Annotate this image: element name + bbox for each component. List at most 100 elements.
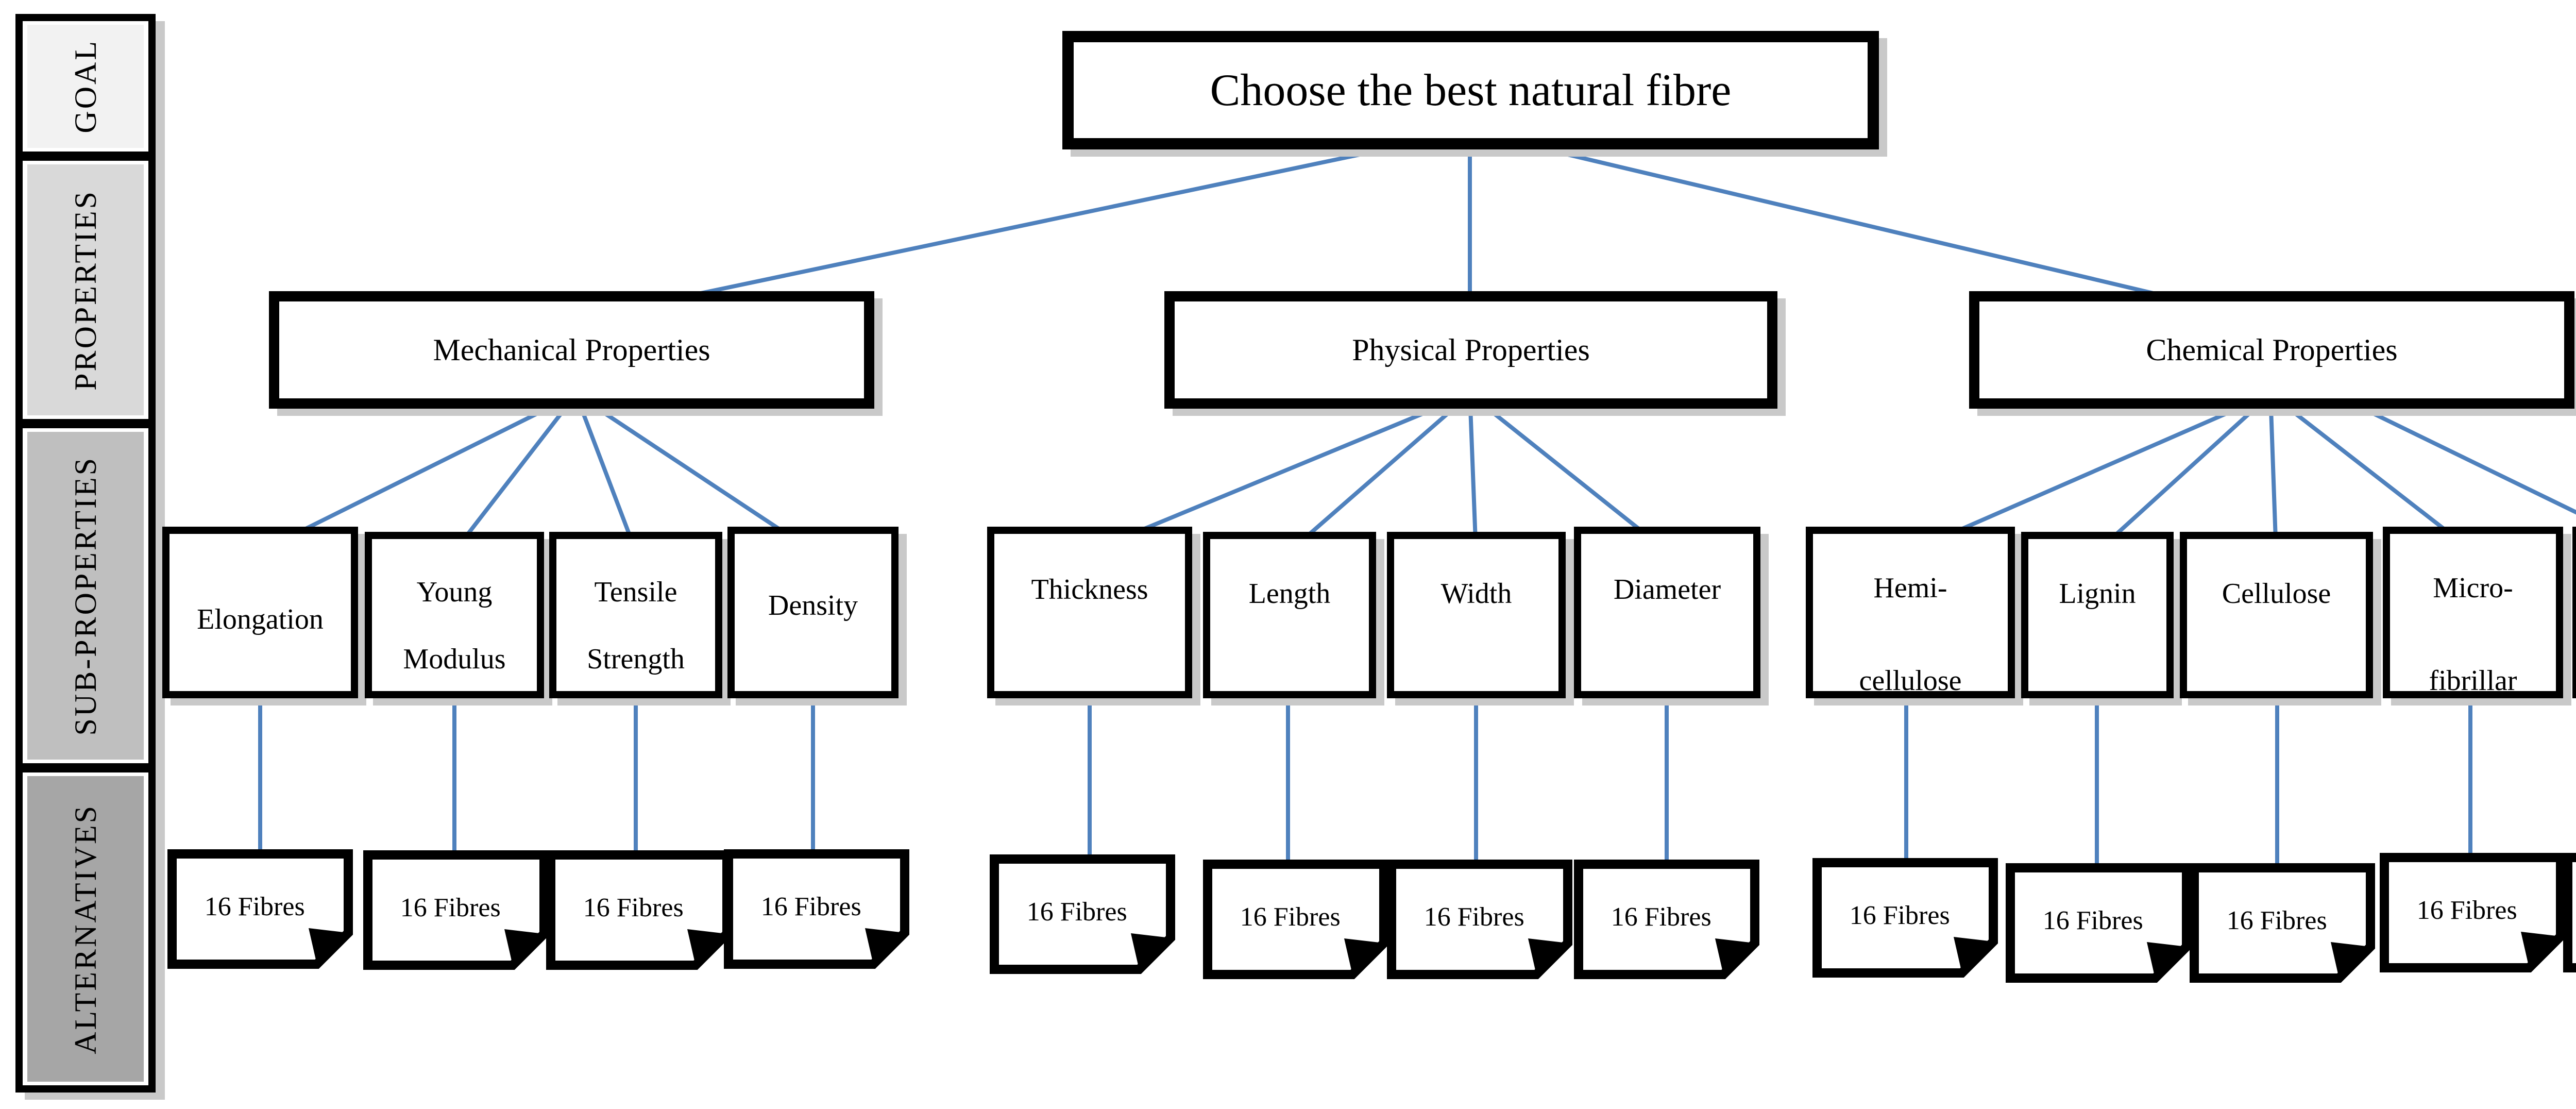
sub-label-micro: Micro- bbox=[2433, 572, 2513, 604]
alternatives-label: 16 Fibres bbox=[1849, 900, 1950, 930]
level-band-sidebar: GOAL PROPERTIES SUB-PROPERTIES ALTERNATI… bbox=[15, 14, 156, 1093]
sub-label-length: Length bbox=[1248, 577, 1331, 610]
sub-box-microfibrillar: Micro- fibrillar bbox=[2383, 527, 2563, 698]
sub-box-cellulose: Cellulose bbox=[2180, 532, 2373, 698]
folded-note-icon bbox=[2006, 863, 2191, 983]
sub-label-cellulose-part: cellulose bbox=[1859, 665, 1962, 697]
level-band-properties-fill: PROPERTIES bbox=[27, 164, 144, 415]
alternatives-note-tensile-strength: 16 Fibres bbox=[546, 850, 732, 970]
sub-box-tensile-strength: Tensile Strength bbox=[549, 532, 722, 698]
alternatives-label: 16 Fibres bbox=[204, 892, 305, 921]
alternatives-label: 16 Fibres bbox=[2042, 905, 2143, 935]
sub-label-lignin: Lignin bbox=[2059, 577, 2136, 610]
sub-label-young: Young bbox=[416, 576, 493, 608]
chemical-properties-label: Chemical Properties bbox=[2146, 332, 2398, 367]
sub-box-hemicellulose: Hemi- cellulose bbox=[1806, 527, 2015, 698]
mechanical-properties-box: Mechanical Properties bbox=[269, 291, 874, 409]
folded-note-icon bbox=[1203, 860, 1388, 979]
alternatives-note-elongation: 16 Fibres bbox=[167, 849, 353, 969]
sub-box-density: Density bbox=[727, 527, 899, 698]
alternatives-label: 16 Fibres bbox=[760, 892, 861, 921]
folded-note-icon bbox=[167, 849, 353, 969]
folded-note-icon bbox=[2190, 863, 2375, 983]
folded-note-icon bbox=[1387, 860, 1572, 979]
alternatives-note-hemicellulose: 16 Fibres bbox=[1812, 858, 1998, 978]
goal-label: Choose the best natural fibre bbox=[1210, 65, 1732, 115]
goal-to-mechanical-line bbox=[575, 129, 1470, 322]
chemical-to-hemicellulose-line bbox=[1909, 392, 2272, 553]
alternatives-label: 16 Fibres bbox=[2416, 895, 2517, 925]
alternatives-label: 16 Fibres bbox=[2226, 905, 2327, 935]
folded-note-icon bbox=[724, 849, 909, 969]
physical-to-width-line bbox=[1468, 394, 1478, 554]
sub-label-elongation: Elongation bbox=[197, 603, 324, 636]
folded-note-icon bbox=[1574, 860, 1759, 979]
mechanical-to-elongation-line bbox=[259, 392, 577, 553]
level-band-alternatives-fill: ALTERNATIVES bbox=[27, 776, 144, 1082]
mechanical-to-tensile-strength-line bbox=[574, 393, 638, 552]
alternatives-label: 16 Fibres bbox=[1611, 902, 1711, 932]
chemical-properties-box: Chemical Properties bbox=[1969, 291, 2574, 409]
physical-to-length-line bbox=[1288, 392, 1471, 553]
sub-label-fibrillar: fibrillar bbox=[2429, 665, 2517, 697]
alternatives-note-microfibrillar: 16 Fibres bbox=[2380, 853, 2565, 972]
level-band-alternatives: ALTERNATIVES bbox=[23, 763, 148, 1086]
sub-label-diameter: Diameter bbox=[1613, 574, 1721, 606]
alternatives-label: 16 Fibres bbox=[583, 893, 684, 922]
physical-properties-box: Physical Properties bbox=[1164, 291, 1777, 409]
sub-label-cellulose: Cellulose bbox=[2222, 577, 2331, 610]
sub-box-diameter: Diameter bbox=[1574, 527, 1760, 698]
alternatives-note-young-modulus: 16 Fibres bbox=[363, 850, 549, 970]
goal-to-chemical-line bbox=[1469, 129, 2276, 324]
sub-box-lignin: Lignin bbox=[2021, 532, 2174, 698]
goal-box: Choose the best natural fibre bbox=[1062, 31, 1879, 149]
sub-label-strength: Strength bbox=[587, 643, 685, 675]
sub-label-width: Width bbox=[1440, 577, 1512, 610]
alternatives-note-lignin: 16 Fibres bbox=[2006, 863, 2191, 983]
mechanical-properties-label: Mechanical Properties bbox=[433, 332, 710, 367]
sub-box-length: Length bbox=[1203, 532, 1376, 698]
alternatives-note-width: 16 Fibres bbox=[1387, 860, 1572, 979]
level-label-sub-properties: SUB-PROPERTIES bbox=[68, 456, 103, 736]
alternatives-note-thickness: 16 Fibres bbox=[990, 854, 1175, 974]
level-label-alternatives: ALTERNATIVES bbox=[68, 803, 103, 1054]
alternatives-label: 16 Fibres bbox=[2563, 853, 2576, 968]
alternatives-note-moisture: 16 Fibres bbox=[2563, 853, 2576, 972]
level-label-properties: PROPERTIES bbox=[68, 189, 103, 391]
sub-label-density: Density bbox=[768, 589, 858, 621]
alternatives-label: 16 Fibres bbox=[1240, 902, 1341, 932]
alternatives-note-cellulose: 16 Fibres bbox=[2190, 863, 2375, 983]
physical-to-diameter-line bbox=[1468, 392, 1669, 553]
chemical-to-lignin-line bbox=[2096, 393, 2272, 553]
level-band-sub-properties-fill: SUB-PROPERTIES bbox=[27, 431, 144, 760]
chemical-to-cellulose-line bbox=[2268, 394, 2278, 554]
folded-note-icon bbox=[2563, 853, 2576, 972]
sub-box-young-modulus: Young Modulus bbox=[365, 532, 544, 698]
alternatives-note-length: 16 Fibres bbox=[1203, 860, 1388, 979]
folded-note-icon bbox=[363, 850, 549, 970]
physical-to-thickness-line bbox=[1089, 392, 1471, 553]
level-band-properties: PROPERTIES bbox=[23, 152, 148, 419]
chemical-to-moisture-line bbox=[2338, 395, 2576, 515]
sub-label-hemi: Hemi- bbox=[1873, 572, 1947, 604]
level-band-goal: GOAL bbox=[23, 21, 148, 152]
level-label-goal: GOAL bbox=[68, 39, 103, 133]
folded-note-icon bbox=[990, 854, 1175, 974]
sub-box-elongation: Elongation bbox=[162, 527, 358, 698]
chemical-to-microfibrillar-line bbox=[2269, 392, 2475, 553]
alternatives-note-diameter: 16 Fibres bbox=[1574, 860, 1759, 979]
mechanical-to-density-line bbox=[574, 392, 815, 553]
sub-box-moisture: Moistu re bbox=[2572, 527, 2576, 698]
sub-label-modulus: Modulus bbox=[403, 643, 506, 675]
sub-box-width: Width bbox=[1387, 532, 1566, 698]
sub-label-tensile: Tensile bbox=[594, 576, 677, 608]
folded-note-icon bbox=[546, 850, 732, 970]
folded-note-icon bbox=[2380, 853, 2565, 972]
mechanical-to-young-modulus-line bbox=[452, 393, 578, 553]
alternatives-note-density: 16 Fibres bbox=[724, 849, 909, 969]
sub-label-thickness: Thickness bbox=[1031, 574, 1148, 606]
level-band-goal-fill: GOAL bbox=[27, 25, 144, 148]
alternatives-label: 16 Fibres bbox=[1423, 902, 1524, 932]
